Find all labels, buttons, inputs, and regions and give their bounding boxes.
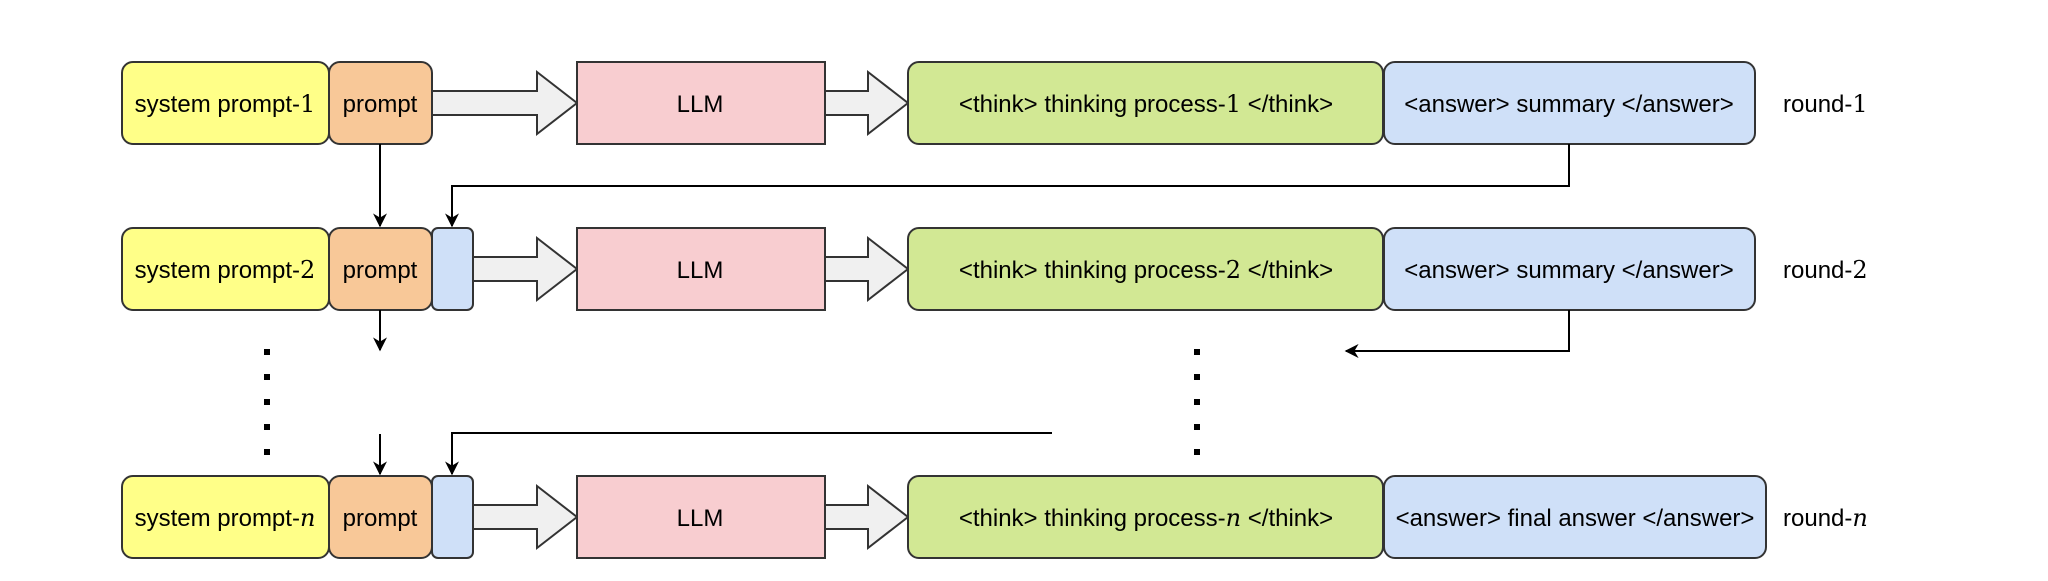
round-n-label: round-n <box>1783 504 1868 532</box>
llm-2-box: LLM <box>576 227 826 311</box>
prompt-n-box: prompt <box>328 475 433 559</box>
round-n-row: system prompt-n prompt LLM <think> think… <box>121 475 1868 559</box>
svg-text:system prompt-n: system prompt-n <box>135 504 316 532</box>
svg-text:prompt: prompt <box>343 257 418 284</box>
round-2-row: system prompt-2 prompt LLM <think> think… <box>121 227 1868 311</box>
arrow-llm-to-think-1 <box>824 69 910 137</box>
arrow-summary-2-out <box>1344 310 1570 358</box>
vertical-ellipsis-left <box>264 349 270 455</box>
arrow-prompt-to-llm-2 <box>472 235 579 303</box>
round-1-row: system prompt-1 prompt LLM <think> think… <box>121 61 1868 145</box>
svg-text:system prompt-1: system prompt-1 <box>135 90 316 118</box>
summary-context-2-box <box>431 227 474 311</box>
arrow-prompt-to-llm-1 <box>431 69 579 137</box>
svg-text:LLM: LLM <box>677 505 724 532</box>
svg-text:prompt: prompt <box>343 91 418 118</box>
arrow-summary-1-to-context-2 <box>445 144 1570 228</box>
svg-text:<answer> final answer </answer: <answer> final answer </answer> <box>1396 505 1755 532</box>
llm-n-box: LLM <box>576 475 826 559</box>
svg-text:system prompt-2: system prompt-2 <box>135 256 316 284</box>
answer-n-box: <answer> final answer </answer> <box>1383 475 1767 559</box>
svg-text:prompt: prompt <box>343 505 418 532</box>
svg-text:<think> thinking process-n </t: <think> thinking process-n </think> <box>959 504 1333 532</box>
think-n-box: <think> thinking process-n </think> <box>907 475 1384 559</box>
round-1-label: round-1 <box>1783 90 1868 118</box>
system-prompt-2-box: system prompt-2 <box>121 227 330 311</box>
prompt-1-box: prompt <box>328 61 433 145</box>
system-prompt-1-box: system prompt-1 <box>121 61 330 145</box>
round-2-label: round-2 <box>1783 256 1868 284</box>
llm-1-box: LLM <box>576 61 826 145</box>
svg-text:LLM: LLM <box>677 91 724 118</box>
arrow-llm-to-think-n <box>824 483 910 551</box>
answer-2-box: <answer> summary </answer> <box>1383 227 1756 311</box>
summary-context-n-box <box>431 475 474 559</box>
system-prompt-n-box: system prompt-n <box>121 475 330 559</box>
svg-text:<answer> summary </answer>: <answer> summary </answer> <box>1404 91 1733 118</box>
svg-text:<answer> summary </answer>: <answer> summary </answer> <box>1404 257 1733 284</box>
vertical-ellipsis-right <box>1194 349 1200 455</box>
svg-text:LLM: LLM <box>677 257 724 284</box>
prompt-2-box: prompt <box>328 227 433 311</box>
arrow-llm-to-think-2 <box>824 235 910 303</box>
arrow-prompt-to-llm-n <box>472 483 579 551</box>
svg-text:<think> thinking process-2 </t: <think> thinking process-2 </think> <box>959 256 1333 284</box>
think-1-box: <think> thinking process-1 </think> <box>907 61 1384 145</box>
svg-text:<think> thinking process-1 </t: <think> thinking process-1 </think> <box>959 90 1333 118</box>
answer-1-box: <answer> summary </answer> <box>1383 61 1756 145</box>
think-2-box: <think> thinking process-2 </think> <box>907 227 1384 311</box>
arrow-summary-into-context-n <box>445 432 1052 476</box>
